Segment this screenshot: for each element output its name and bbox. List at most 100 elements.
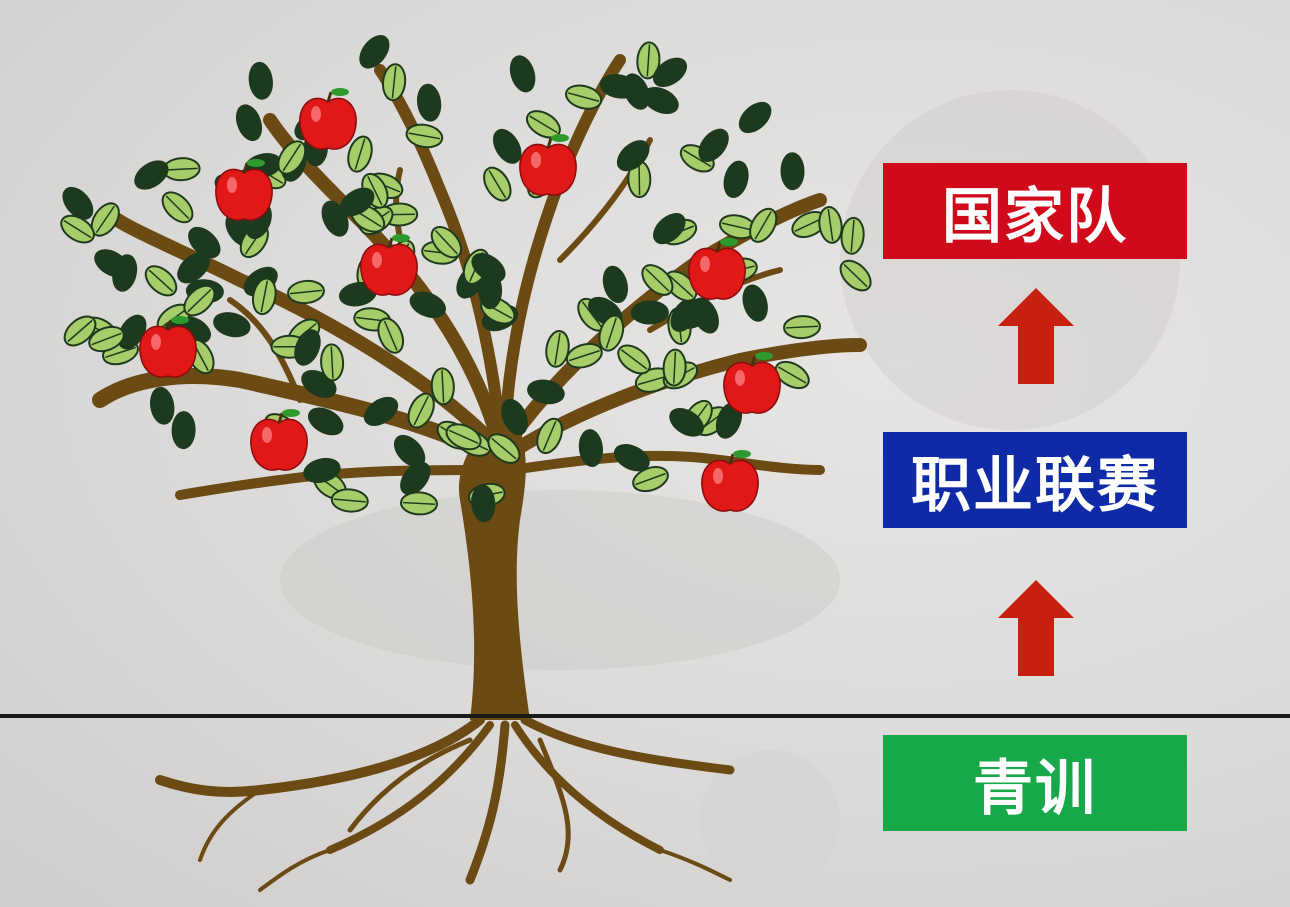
leaf [134,160,169,190]
stage-professional-league-label: 职业联赛 [911,450,1159,521]
up-arrow-icon [998,580,1074,676]
leaf [525,110,561,139]
leaf [363,396,399,426]
leaf [564,84,603,110]
leaf [742,284,768,322]
leaf [188,226,221,259]
leaf [616,140,650,172]
leaf [177,252,210,284]
apple-icon [139,316,197,378]
leaf [501,398,528,436]
leaf [416,83,442,122]
leaf [277,140,307,175]
leaf [338,281,377,307]
leaf [307,407,344,436]
leaf [347,135,373,173]
leaf [545,330,570,368]
leaf [213,312,251,338]
apple-icon [360,234,418,296]
leaf [780,152,805,191]
leaf [320,343,345,382]
leaf [623,73,650,110]
leaf [287,279,325,305]
stage-youth-training-label: 青训 [973,753,1097,824]
leaf [235,104,263,142]
leaf [630,300,669,325]
stage-professional-league: 职业联赛 [883,432,1187,528]
leaf [839,259,872,292]
leaf [430,226,463,259]
leaf [774,360,810,390]
leaf [723,160,749,198]
leaf [653,213,686,245]
leaf [294,329,321,366]
leaf [565,342,603,369]
leaf [818,206,843,244]
leaf [632,466,669,493]
tree-icon [60,35,872,892]
leaf [381,63,407,102]
leaf [63,315,97,347]
leaf [492,128,522,164]
leaf [662,348,687,387]
leaf [471,252,506,283]
leaf [536,417,563,455]
leaf [409,291,446,319]
leaf [162,157,201,182]
leaf [405,123,444,149]
leaf [698,128,729,162]
apple-group [139,88,781,512]
leaf [617,344,651,375]
apple-icon [723,352,781,414]
leaf [430,367,455,406]
stage-national-team-label: 国家队 [942,181,1128,252]
leaf [715,402,743,439]
leaf [248,61,273,100]
leaf [62,186,94,220]
apple-icon [688,238,746,300]
leaf [670,297,700,332]
leaf [149,386,175,425]
leaf [840,216,865,255]
apple-icon [250,409,308,471]
leaf [88,325,125,353]
leaf [60,214,95,244]
apple-icon [519,134,577,196]
leaf [393,434,426,468]
leaf [339,187,375,217]
leaf [377,317,405,354]
leaf [509,55,536,93]
leaf [783,315,821,340]
leaf [487,433,521,464]
leaf [598,314,625,352]
leaf [144,265,178,297]
leaf [738,101,772,134]
leaf [407,392,435,429]
apple-icon [215,159,273,221]
leaf [749,207,778,243]
leaf [161,191,194,224]
up-arrow-icon [998,288,1074,384]
leaf [94,249,130,278]
leaf [483,166,512,202]
leaf [90,202,120,237]
apple-icon [299,88,357,150]
leaf [527,379,565,405]
leaf [669,407,704,437]
leaf [602,265,629,304]
stage-national-team: 国家队 [883,163,1187,259]
leaf [613,444,650,472]
leaf [636,41,661,80]
leaf [471,484,496,523]
leaf [400,491,438,516]
leaf [641,264,674,296]
leaf [578,429,604,468]
stage-youth-training: 青训 [883,735,1187,831]
leaf [171,411,196,450]
leaf [445,423,482,451]
leaf [251,277,277,316]
leaf [303,457,341,484]
apple-icon [701,450,759,512]
leaf [652,57,688,88]
leaf [400,461,431,496]
